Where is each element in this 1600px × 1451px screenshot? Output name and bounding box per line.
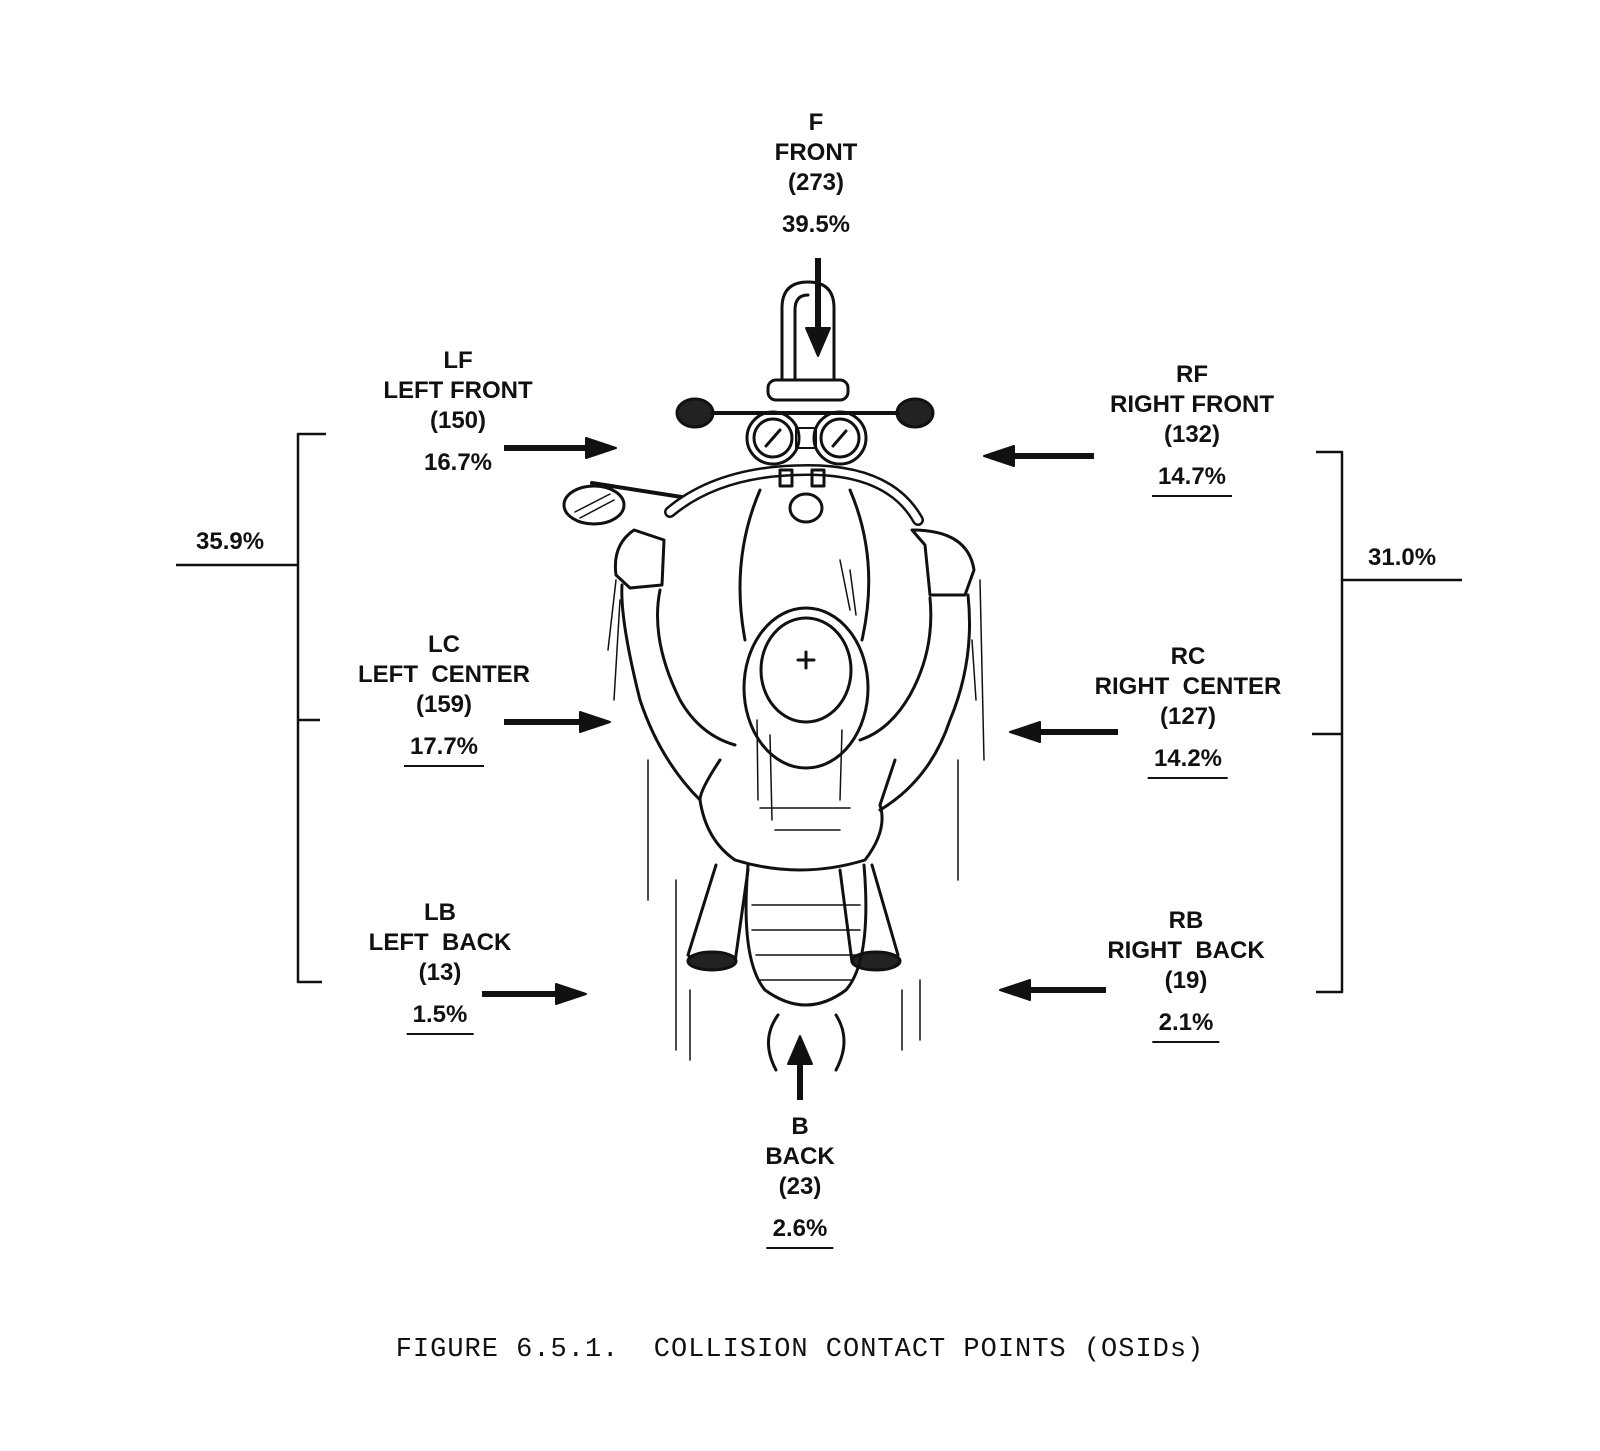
left-back-pct: 1.5% <box>406 1000 474 1035</box>
left-center-name: LEFT CENTER <box>358 661 530 688</box>
right-front-count: (132) <box>1163 421 1221 448</box>
exhaust-pipes <box>686 863 902 972</box>
right-center-pct: 14.2% <box>1147 744 1229 779</box>
back-name: BACK <box>765 1143 835 1170</box>
label-back: B BACK (23) 2.6% <box>765 1112 835 1249</box>
left-bracket <box>176 432 326 984</box>
right-back-pct: 2.1% <box>1152 1008 1220 1043</box>
front-pct: 39.5% <box>781 211 851 238</box>
gauge-cluster <box>745 410 868 466</box>
rider-torso <box>698 758 897 872</box>
front-code: F <box>808 109 824 136</box>
right-back-count: (19) <box>1164 967 1208 994</box>
left-center-pct: 17.7% <box>403 732 485 767</box>
figure-caption: FIGURE 6.5.1. COLLISION CONTACT POINTS (… <box>395 1335 1205 1365</box>
left-center-code: LC <box>428 631 460 658</box>
rider-helmet <box>742 606 870 821</box>
right-front-name: RIGHT FRONT <box>1110 391 1274 418</box>
impact-arrows <box>482 258 1118 1100</box>
left-front-count: (150) <box>429 407 487 434</box>
right-back-name: RIGHT BACK <box>1107 937 1265 964</box>
left-mirror <box>562 481 690 526</box>
back-code: B <box>791 1113 809 1140</box>
right-center-name: RIGHT CENTER <box>1094 673 1282 700</box>
right-front-pct: 14.7% <box>1151 462 1233 497</box>
rider-arms <box>607 528 985 812</box>
right-front-code: RF <box>1175 361 1208 388</box>
right-back-code: RB <box>1168 907 1204 934</box>
right-total: 31.0% <box>1368 544 1437 571</box>
left-back-name: LEFT BACK <box>368 929 512 956</box>
label-left-center: LC LEFT CENTER (159) 17.7% <box>358 630 530 767</box>
front-fender-shape <box>766 280 850 402</box>
label-front: F FRONT (273) 39.5% <box>775 108 858 240</box>
left-back-count: (13) <box>418 959 462 986</box>
motion-lines <box>647 759 959 1061</box>
right-bracket <box>1312 450 1462 994</box>
left-total: 35.9% <box>196 528 265 555</box>
rear-seat <box>744 863 868 1072</box>
left-back-code: LB <box>424 899 456 926</box>
left-front-name: LEFT FRONT <box>383 377 533 404</box>
left-front-pct: 16.7% <box>423 449 493 476</box>
turn-signals <box>675 397 935 429</box>
left-center-count: (159) <box>415 691 473 718</box>
front-name: FRONT <box>774 139 858 166</box>
right-center-count: (127) <box>1159 703 1217 730</box>
label-left-back: LB LEFT BACK (13) 1.5% <box>368 898 512 1035</box>
label-right-front: RF RIGHT FRONT (132) 14.7% <box>1110 360 1274 497</box>
back-pct: 2.6% <box>766 1214 834 1249</box>
handlebars <box>664 464 924 526</box>
back-count: (23) <box>778 1173 822 1200</box>
label-right-center: RC RIGHT CENTER (127) 14.2% <box>1094 642 1282 779</box>
label-right-back: RB RIGHT BACK (19) 2.1% <box>1107 906 1265 1043</box>
right-center-code: RC <box>1170 643 1206 670</box>
front-count: (273) <box>787 169 845 196</box>
label-left-front: LF LEFT FRONT (150) 16.7% <box>383 346 532 478</box>
fuel-tank <box>738 488 871 642</box>
left-front-code: LF <box>443 347 473 374</box>
